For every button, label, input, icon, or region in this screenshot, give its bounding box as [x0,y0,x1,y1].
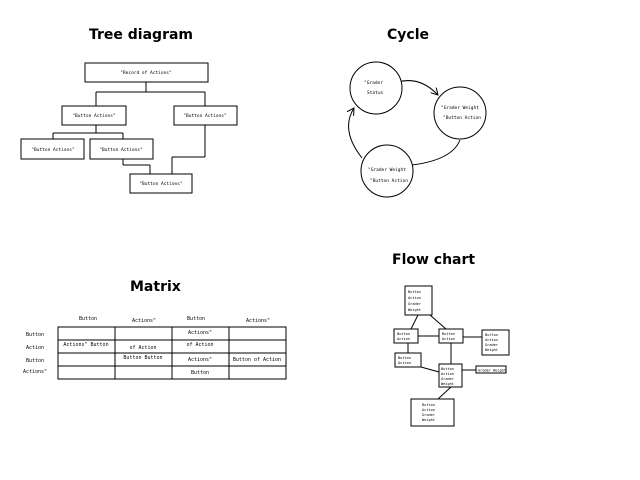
tree-node-root: "Record of Actions" [84,62,209,83]
flow-chart-title: Flow chart [392,252,476,268]
tree-node-right: "Button Actions" [173,105,238,126]
flow-node-lower-center: Button Action Grader Weight [438,363,463,388]
flow-node-lower-center-line-3: Grader [441,377,455,381]
flow-node-bottom: Button Action Grader Weight [410,398,455,427]
flow-node-mid-center: Button Action [438,328,464,344]
matrix-title: Matrix [130,279,181,295]
tree-node-leaf-2-label: "Button Actions" [99,147,142,153]
matrix-row-header-1: Button [26,332,44,338]
flow-node-top: Button Action Grader Weight [404,285,433,316]
flow-connectors [407,314,482,400]
flow-node-right-line-3: Grader [485,343,499,347]
matrix-grid [57,326,287,380]
tree-node-root-label: "Record of Actions" [120,70,171,76]
matrix-row-header-3: Button [26,358,44,364]
tree-connectors [52,82,206,174]
flow-node-right-line-1: Button [485,333,498,337]
matrix-col-header-4: Actions" [246,318,270,324]
flow-node-lower-left-line-2: Action [398,361,411,365]
flow-node-side-label: Grader Weight [475,365,507,374]
matrix-col-header-1: Button [79,316,97,322]
flow-node-mid-left-line-2: Action [397,337,410,341]
flow-node-lower-center-line-4: Weight [441,382,454,386]
cycle-node-3-line-1: "Grader Weight [368,167,406,173]
tree-title: Tree diagram [89,27,194,43]
matrix-row-header-2: Action [26,345,44,351]
flow-node-top-line-1: Button [408,290,421,294]
tree-node-bottom-label: "Button Actions" [139,181,182,187]
flow-node-lower-center-line-1: Button [441,367,454,371]
tree-node-left-label: "Button Actions" [72,113,115,119]
flow-node-lower-center-line-2: Action [441,372,454,376]
cycle-arrow-3 [349,108,363,159]
cycle-node-2-line-1: "Grader Weight [441,105,479,111]
flow-node-mid-left: Button Action [393,328,419,344]
flow-node-right-line-2: Action [485,338,498,342]
matrix-col-header-3: Button [187,316,205,322]
tree-node-leaf-2: "Button Actions" [89,138,154,160]
tree-node-leaf-1-label: "Button Actions" [31,147,74,153]
cycle-node-1-line-1: "Grader [364,80,383,86]
matrix-cell-2-2: of Action [129,345,156,351]
matrix-cell-3-2: Button Button [123,355,162,361]
tree-node-leaf-1: "Button Actions" [20,138,85,160]
matrix-cell-1-3: Actions" [188,330,212,336]
flow-node-bottom-line-2: Action [422,408,435,412]
tree-node-bottom: "Button Actions" [129,173,193,194]
matrix-cell-3-4: Button of Action [233,357,281,363]
cycle-node-2: "Grader Weight "Button Action [433,86,487,140]
cycle-title: Cycle [387,27,429,43]
cycle-node-3-line-2: "Button Action [370,178,408,184]
matrix-cell-2-1: Actions" Button [63,342,108,348]
flow-node-top-line-2: Action [408,296,421,300]
flow-node-top-line-4: Weight [408,308,421,312]
cycle-node-2-line-2: "Button Action [443,115,481,121]
flow-node-right: Button Action Grader Weight [481,329,510,356]
matrix-col-header-2: Actions" [132,318,156,324]
cycle-arrow-1 [397,80,438,95]
flow-node-bottom-line-4: Weight [422,418,435,422]
flow-node-lower-left: Button Action [394,352,422,368]
flow-node-bottom-line-1: Button [422,403,435,407]
matrix-cell-4-3: Button [191,370,209,376]
flow-node-bottom-line-3: Grader [422,413,436,417]
flow-node-mid-left-line-1: Button [397,332,410,336]
cycle-node-1-line-2: Status [367,90,384,96]
flow-node-lower-left-line-1: Button [398,356,411,360]
flow-node-mid-center-line-1: Button [442,332,455,336]
matrix-cell-3-3: Actions" [188,357,212,363]
matrix-row-header-4: Actions" [23,369,47,375]
cycle-node-3: "Grader Weight "Button Action [360,144,414,198]
tree-node-left: "Button Actions" [61,105,127,126]
flow-node-side-label-text: Grader Weight [478,369,506,373]
cycle-arrow-2 [411,139,461,166]
flow-node-mid-center-line-2: Action [442,337,455,341]
matrix-cell-2-3: of Action [186,342,213,348]
cycle-node-1: "Grader Status [349,61,403,115]
flow-node-right-line-4: Weight [485,348,498,352]
tree-node-right-label: "Button Actions" [183,113,226,119]
flow-node-top-line-3: Grader [408,302,422,306]
